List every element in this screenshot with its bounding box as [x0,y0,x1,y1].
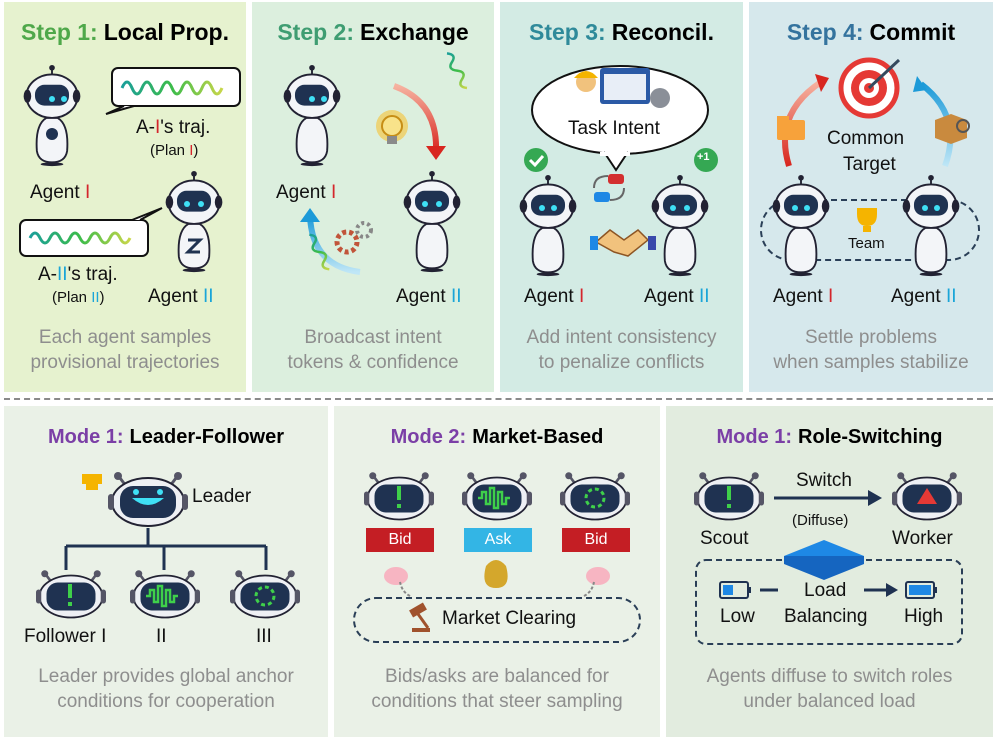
step3-graphics [518,65,718,278]
market-group [353,597,641,643]
market-clearing-label: Market Clearing [442,608,577,629]
step1-graphics [19,64,241,274]
trophy-icon [857,208,877,226]
step4-title: Step 4:Commit [786,19,956,45]
gear-icon [334,221,373,255]
agent-one-robot [22,64,82,168]
piggy-bank-icon [586,567,610,585]
agent-two-label: Agent II [891,286,957,307]
step3-title: Step 3:Reconcil. [529,19,714,45]
team-label: Team [848,235,885,252]
traj-bubble-two [19,219,149,257]
step3-panel: Step 3:Reconcil. Task Intent +1 Agent I … [500,2,743,392]
diffuse-label: (Diffuse) [792,512,849,529]
follower-robot [230,568,300,619]
section-divider [4,398,993,400]
agent-one-robot [282,64,342,168]
traj-two-label: A-II's traj. [38,264,118,285]
bid-tag: Bid [562,528,630,552]
step2-title: Step 2:Exchange [277,19,469,45]
box-icon [935,114,967,144]
agent-two-robot [402,170,462,274]
follower-two-label: II [156,626,167,647]
step2-graphics [282,52,468,275]
agent-two-label: Agent II [644,286,710,307]
traj-one-label: A-I's traj. [136,117,211,138]
handshake-icon [590,229,656,257]
agent-two-robot [164,170,224,274]
mode1-title: Mode 1:Leader-Follower [47,426,285,448]
mode2-graphics [353,470,641,643]
agent-one-label: Agent I [773,286,834,307]
agent-two-label: Agent II [148,286,214,307]
mode2-title: Mode 2:Market-Based [390,426,604,448]
agent-two-label: Agent II [396,286,462,307]
team-group [760,199,980,261]
bid-tag: Bid [366,528,434,552]
task-intent-label: Task Intent [568,118,660,139]
step4-graphics [760,57,980,278]
plan-two-label: (Plan II) [52,289,105,306]
mode1-graphics [36,470,300,619]
plus-one-badge [694,148,718,172]
mode2-panel: Mode 2:Market-Based Bid Ask Bid Market C… [334,406,660,737]
target-icon [838,57,901,119]
target-line1: Common [827,128,905,149]
mode3-graphics [694,470,963,645]
step2-panel: Step 2:Exchange Agent I Agent II Broadca… [252,2,494,392]
mode1-panel: Mode 1:Leader-Follower Leader Follower I… [4,406,328,737]
worker-label: Worker [892,528,953,549]
piggy-bank-icon [384,567,408,585]
step1-title: Step 1:Local Prop. [21,19,229,45]
follower-one-label: Follower I [24,626,107,647]
check-badge [524,148,548,172]
ask-tag: Ask [464,528,532,552]
leader-label: Leader [192,486,252,507]
crown-icon [82,474,102,490]
follower-three-label: III [256,626,272,647]
agent-one-label: Agent I [524,286,585,307]
switch-label: Switch [796,470,852,491]
bidder-robot [560,470,630,521]
step4-panel: Step 4:Commit Common Target Team Agent I… [749,2,993,392]
target-line2: Target [843,154,896,175]
agent-one-label: Agent I [30,182,91,203]
folder-icon [777,120,805,140]
conflict-icon [608,174,624,184]
scout-label: Scout [700,528,749,549]
load-label: Load [804,580,847,601]
balancing-label: Balancing [784,606,868,627]
gear-icon [650,88,670,108]
plan-one-label: (Plan I) [150,142,199,159]
step1-panel: Step 1:Local Prop. A-I's traj. (Plan I) … [4,2,246,392]
traj-bubble-one [111,67,241,107]
low-label: Low [720,606,755,627]
money-bag-icon [484,560,508,588]
mode3-title: Mode 1:Role-Switching [716,426,943,448]
agent-one-label: Agent I [276,182,337,203]
mode3-panel: Mode 1:Role-Switching Switch (Diffuse) S… [666,406,993,737]
high-label: High [904,606,944,627]
badge-label: +1 [697,151,710,163]
gavel-icon [409,602,430,632]
